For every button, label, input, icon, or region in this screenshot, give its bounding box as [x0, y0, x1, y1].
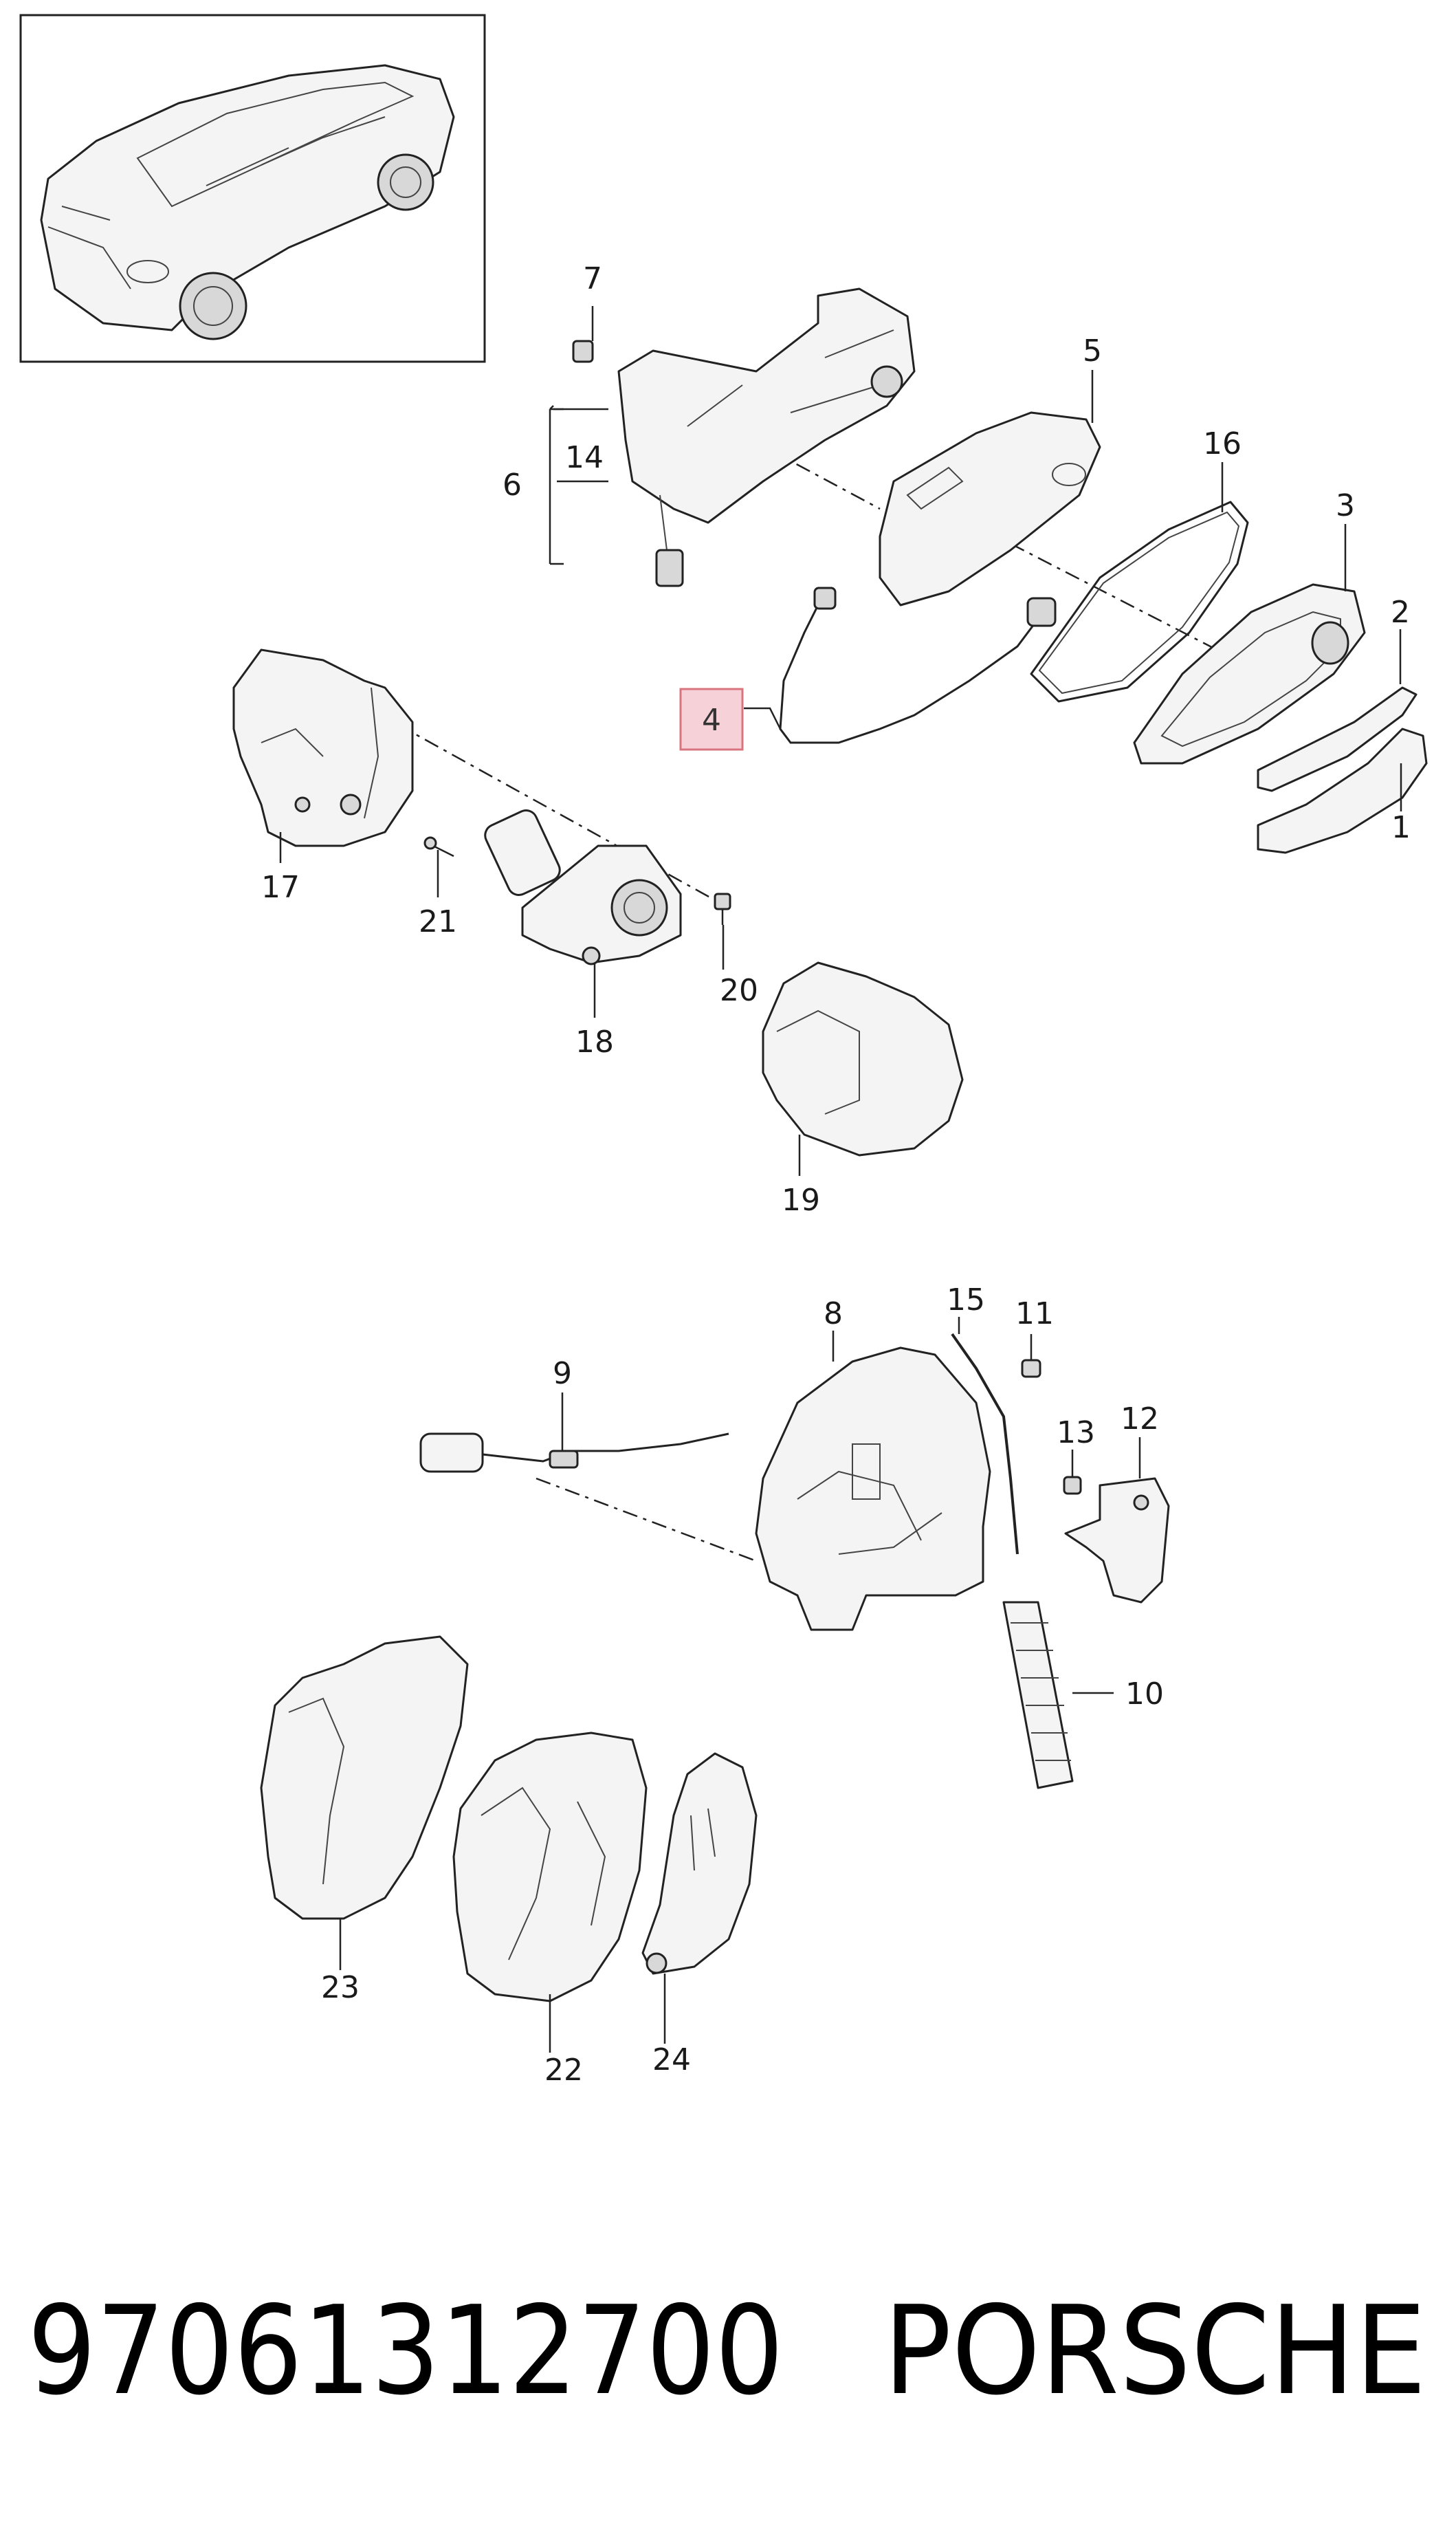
callout-2: 2	[1391, 595, 1410, 630]
part-12-striker	[1064, 1477, 1170, 1604]
callout-5: 5	[1083, 334, 1102, 369]
part-6-14-lock-carrier	[617, 287, 916, 587]
part-5-handle-housing	[879, 411, 1101, 607]
brand-name: PORSCHE	[883, 2280, 1426, 2422]
callout-3: 3	[1336, 488, 1355, 523]
callout-13: 13	[1057, 1415, 1095, 1450]
part-18-motor	[484, 809, 682, 965]
callout-10: 10	[1125, 1676, 1164, 1712]
callout-7: 7	[583, 261, 602, 296]
callout-24: 24	[652, 2042, 691, 2077]
part-3-escutcheon	[1133, 583, 1366, 765]
callout-20: 20	[720, 973, 758, 1008]
callout-8: 8	[824, 1296, 843, 1331]
leader-lines	[279, 306, 1402, 2053]
part-1-handle	[1257, 728, 1428, 854]
part-23-cover	[260, 1635, 469, 1920]
callout-6: 6	[503, 468, 522, 503]
part-4-bowden-cable	[779, 587, 1057, 744]
callout-15: 15	[947, 1282, 985, 1318]
callout-17: 17	[261, 870, 300, 905]
callout-4-highlight: 4	[679, 688, 744, 751]
part-11-screw	[1021, 1359, 1041, 1378]
part-17-cover	[232, 648, 414, 847]
caption: 97061312700 PORSCHE	[27, 2280, 1426, 2422]
callout-23: 23	[321, 1970, 360, 2005]
callout-21: 21	[419, 904, 457, 939]
part-20-bolt	[714, 893, 731, 925]
part-8-lock-plate	[755, 1346, 991, 1631]
part-10-pad	[1002, 1601, 1074, 1789]
part-2-trim	[1257, 686, 1418, 792]
callout-4: 4	[702, 703, 721, 738]
part-19-cap	[762, 961, 964, 1157]
callout-22: 22	[544, 2053, 583, 2088]
part-22-lock-body	[452, 1732, 648, 2002]
callout-14: 14	[565, 440, 604, 475]
part-7-nut	[572, 340, 594, 363]
callout-1: 1	[1391, 810, 1411, 845]
callout-16: 16	[1203, 426, 1242, 461]
part-15-rod	[951, 1333, 1019, 1555]
part-21-screw	[423, 836, 454, 858]
part-9-cable	[419, 1432, 729, 1473]
callout-19: 19	[782, 1183, 820, 1218]
callout-18: 18	[575, 1025, 614, 1060]
part-24-cap	[641, 1752, 758, 1975]
callout-9: 9	[553, 1356, 572, 1391]
part-16-seal	[1030, 501, 1249, 703]
part-13-bolt	[1063, 1476, 1082, 1495]
vehicle-thumbnail	[19, 14, 486, 363]
callouts: 7 14 6 5 16 3 2 1 4 17 21 18 20 19 8 15 …	[261, 261, 1411, 2088]
part-number: 97061312700	[27, 2280, 784, 2422]
callout-11: 11	[1015, 1296, 1054, 1331]
callout-12: 12	[1121, 1401, 1159, 1437]
